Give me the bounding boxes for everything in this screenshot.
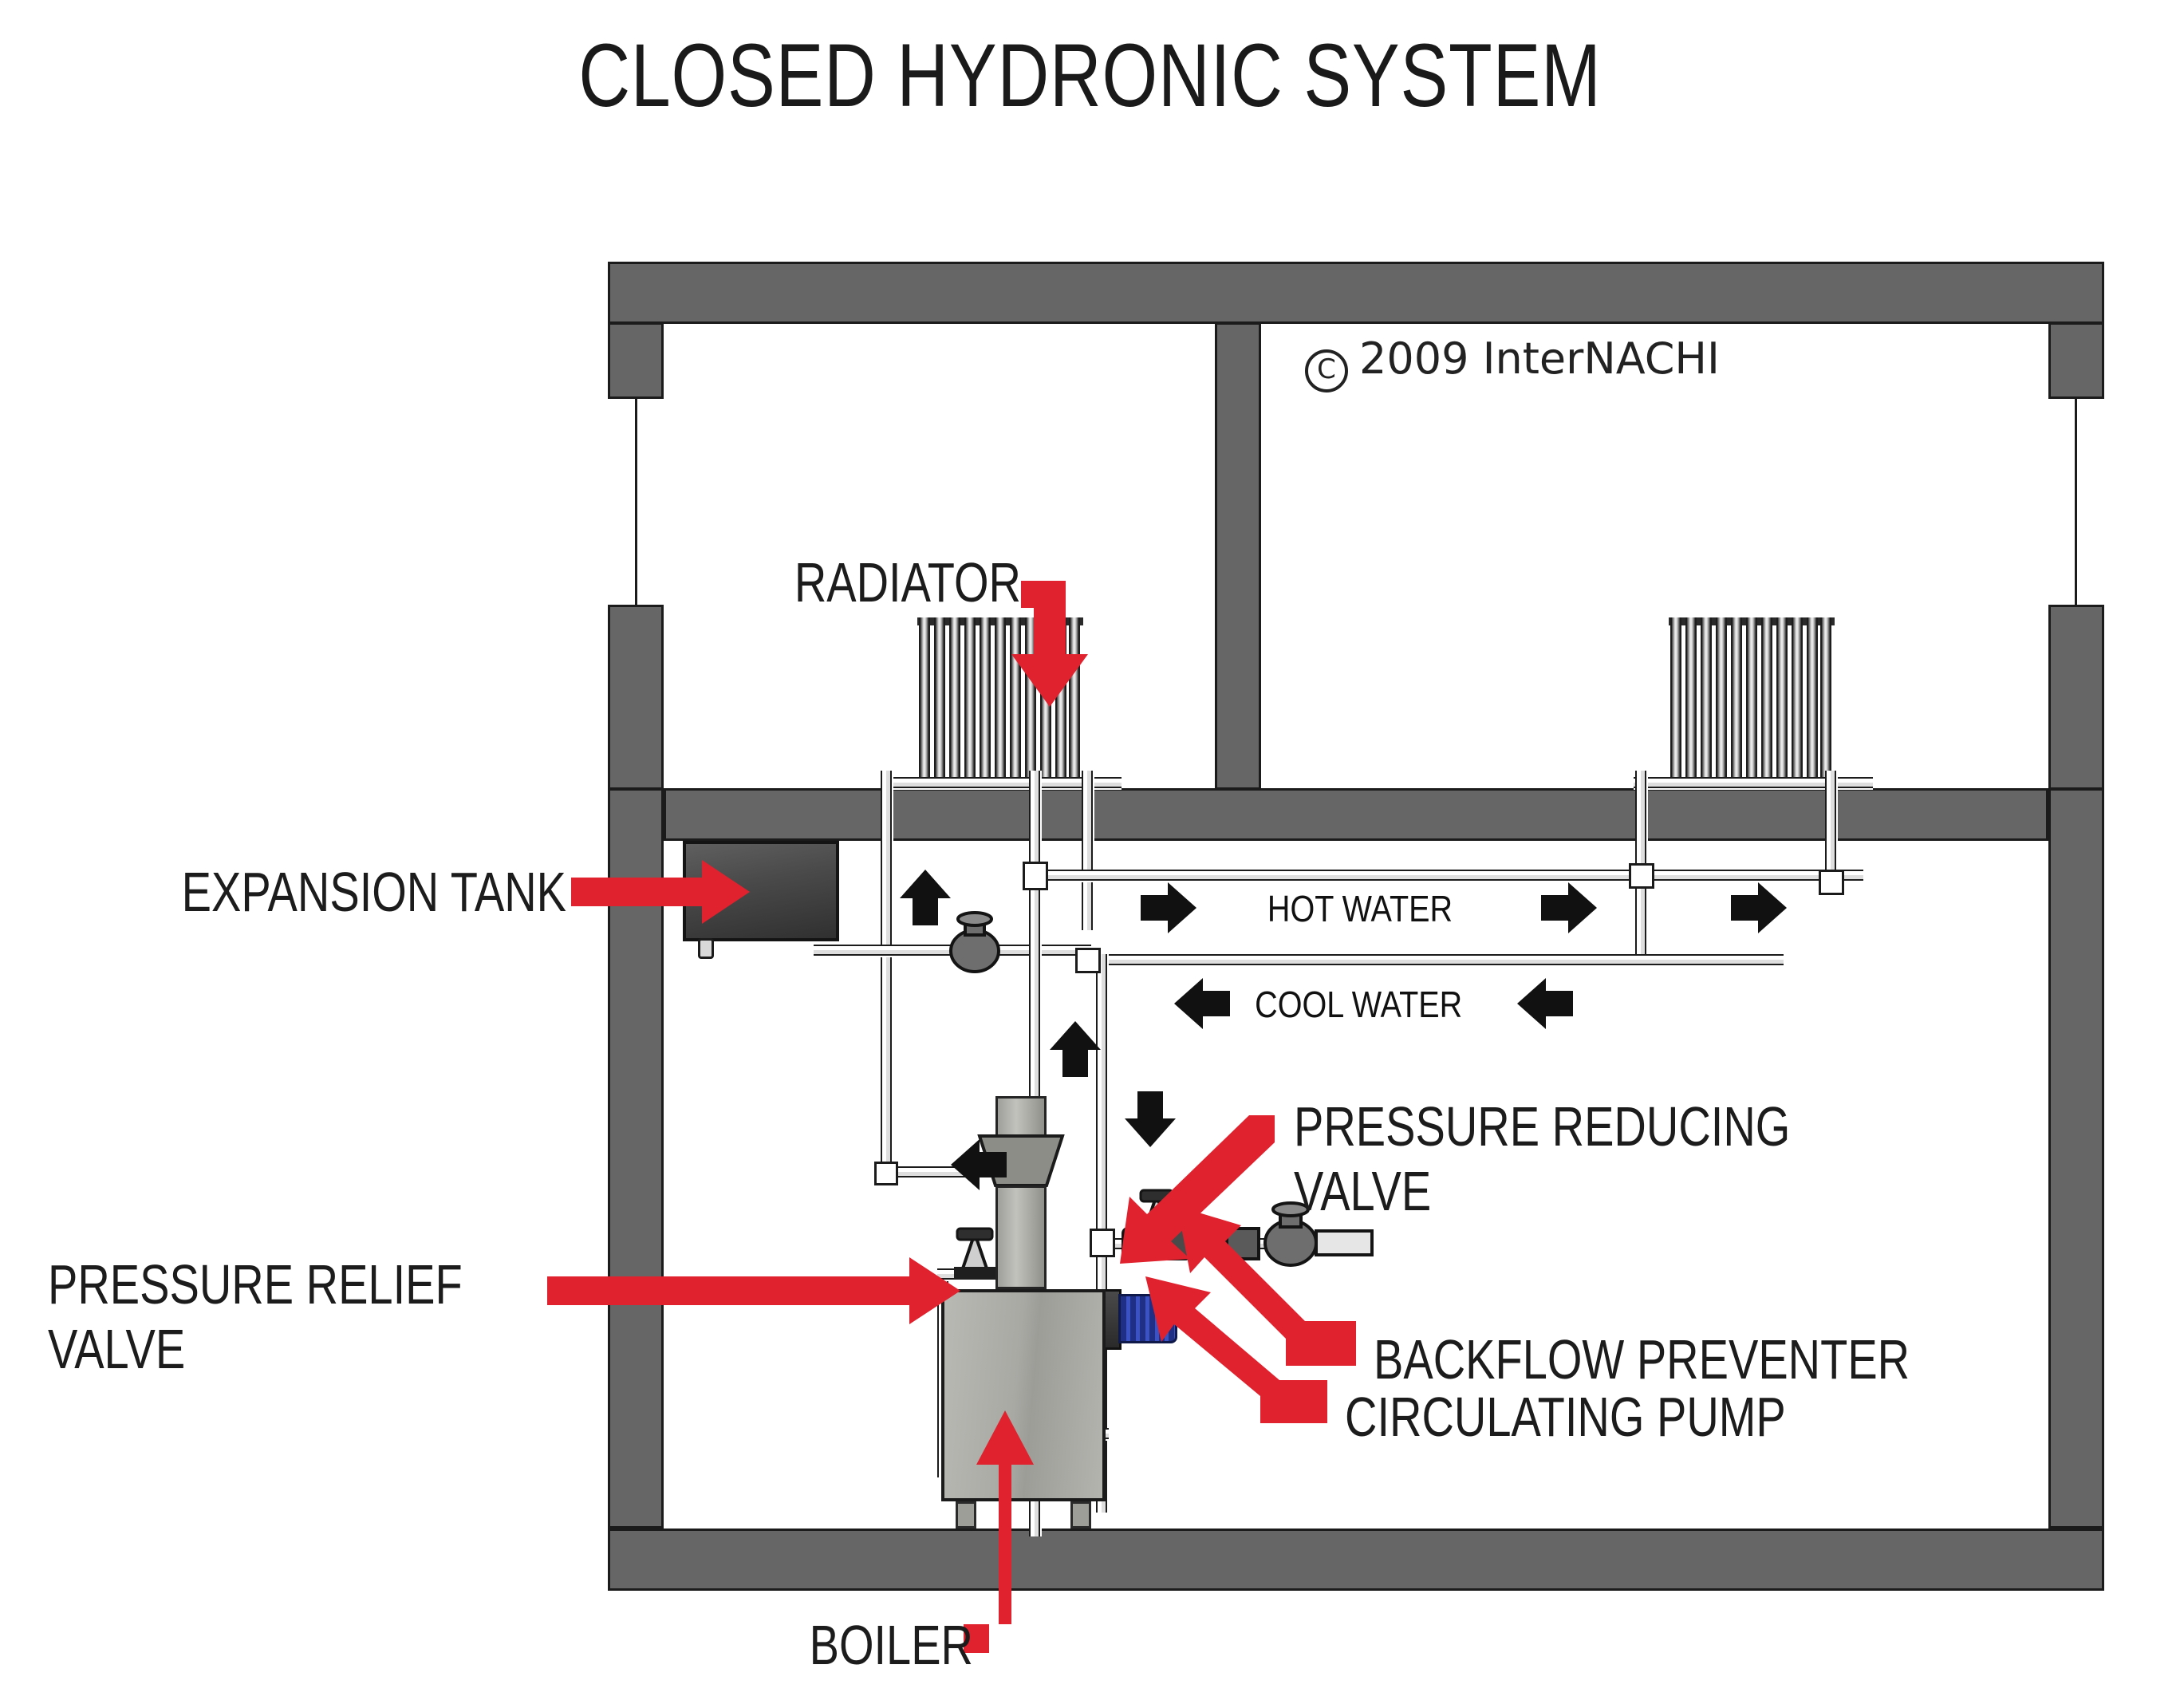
wall-left-basement <box>608 788 664 1529</box>
floor-slab-mid <box>664 788 2048 841</box>
label-circulating-pump: CIRCULATING PUMP <box>1345 1386 1786 1448</box>
callout-arrow-pressure-relief <box>547 1257 960 1324</box>
floor-slab-basement <box>608 1529 2104 1591</box>
riser-right-radiator-supply <box>1635 771 1648 954</box>
callout-arrow-boiler <box>964 1410 1034 1653</box>
hot-water-label: HOT WATER <box>1267 888 1453 929</box>
label-pressure-relief-valve: PRESSURE RELIEF VALVE <box>48 1253 463 1381</box>
radiator-left <box>917 617 1083 787</box>
label-backflow-preventer: BACKFLOW PREVENTER <box>1374 1328 1910 1390</box>
copyright-notice: C 2009 InterNACHI <box>1305 333 1720 392</box>
page-title: CLOSED HYDRONIC SYSTEM <box>578 26 1602 125</box>
label-expansion-tank: EXPANSION TANK <box>181 861 566 923</box>
flue-pipe-lower <box>995 1185 1047 1289</box>
copyright-text: 2009 InterNACHI <box>1359 333 1720 384</box>
pipe-elbow <box>874 1162 898 1185</box>
radiator-right-foot-pipe <box>1634 777 1873 790</box>
wall-line-left-upper <box>635 397 637 606</box>
gate-valve-expansion-branch <box>949 911 1000 973</box>
boiler-leg <box>956 1501 976 1529</box>
pressure-relief-valve <box>954 1227 999 1280</box>
callout-arrow-expansion-tank <box>571 860 750 924</box>
callout-arrow-circulating-pump <box>1145 1276 1327 1423</box>
drop-left-radiator-return <box>1082 771 1094 930</box>
wall-right-basement <box>2048 788 2104 1529</box>
backflow-preventer <box>1263 1201 1374 1267</box>
wall-line-right-upper <box>2075 397 2077 606</box>
pipe-union <box>1075 948 1101 973</box>
expansion-tank-drain-icon <box>698 938 714 959</box>
roof-slab <box>608 262 2104 324</box>
cool-water-label: COOL WATER <box>1255 984 1463 1025</box>
riser-right-radiator-return <box>1825 771 1838 876</box>
callout-arrow-pressure-reducing <box>1120 1115 1275 1264</box>
wall-left-upper <box>608 605 664 790</box>
copyright-icon: C <box>1305 349 1348 392</box>
wall-stub-left-upper <box>608 322 664 399</box>
interior-partition-wall <box>1215 322 1261 790</box>
wall-right-upper <box>2048 605 2104 790</box>
cool-water-main <box>1082 954 1784 967</box>
pipe-union <box>1090 1229 1115 1257</box>
boiler-leg <box>1070 1501 1091 1529</box>
pipe-union <box>1629 863 1654 889</box>
label-boiler: BOILER <box>809 1614 973 1676</box>
pipe-union <box>1023 862 1048 890</box>
boiler <box>941 1289 1106 1501</box>
riser-left-radiator <box>881 771 893 1179</box>
pipe-union <box>1819 870 1844 895</box>
label-radiator: RADIATOR <box>794 551 1021 613</box>
callout-arrow-radiator <box>1011 581 1088 707</box>
callout-arrow-backflow <box>1177 1206 1356 1366</box>
radiator-left-foot-pipe <box>882 777 1122 790</box>
label-pressure-reducing-valve: PRESSURE REDUCING VALVE <box>1294 1095 1791 1223</box>
